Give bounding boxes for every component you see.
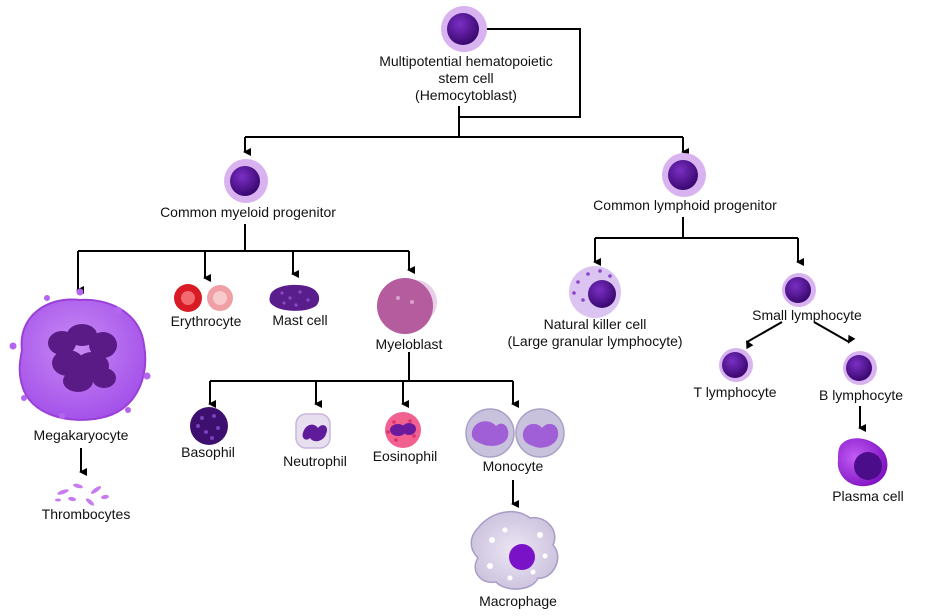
- neutrophil-icon: [295, 413, 331, 449]
- myeloblast-icon: [377, 278, 437, 334]
- arrow-to-b-lymphocyte: [813, 321, 856, 344]
- small-lymphocyte-label: Small lymphocyte: [752, 307, 862, 323]
- macrophage-label: Macrophage: [479, 593, 557, 609]
- megakaryocyte-icon: [9, 288, 151, 421]
- myeloid-progenitor-label: Common myeloid progenitor: [160, 204, 336, 220]
- thrombocytes-label: Thrombocytes: [41, 506, 131, 522]
- plasma-cell-label: Plasma cell: [832, 488, 904, 504]
- connectors: [76, 28, 866, 508]
- natural-killer-label-line2: (Large granular lymphocyte): [507, 333, 683, 349]
- thrombocytes-icon: [55, 483, 109, 506]
- arrow-to-t-lymphocyte: [746, 321, 783, 350]
- t-lymphocyte-icon: [719, 348, 753, 382]
- stem-cell-label-line2: stem cell: [438, 70, 494, 86]
- stem-cell-label-line1: Multipotential hematopoietic: [379, 53, 553, 69]
- monocyte-label: Monocyte: [482, 458, 544, 474]
- b-lymphocyte-label: B lymphocyte: [818, 387, 904, 403]
- basophil-icon: [190, 407, 228, 445]
- megakaryocyte-label: Megakaryocyte: [33, 427, 129, 443]
- natural-killer-label: Natural killer cell (Large granular lymp…: [480, 316, 710, 350]
- stem-cell-label-line3: (Hemocytoblast): [415, 87, 517, 103]
- erythrocyte-icon: [174, 284, 233, 312]
- t-lymphocyte-label: T lymphocyte: [693, 384, 777, 400]
- lymphoid-progenitor-icon: [662, 153, 706, 197]
- eosinophil-label: Eosinophil: [372, 448, 438, 464]
- plasma-cell-icon: [837, 438, 888, 487]
- stem-cell-icon: [441, 6, 487, 52]
- neutrophil-label: Neutrophil: [283, 453, 347, 469]
- stem-loop-line: [458, 28, 581, 118]
- erythrocyte-label: Erythrocyte: [170, 313, 242, 329]
- myeloblast-label: Myeloblast: [375, 336, 443, 352]
- macrophage-icon: [470, 510, 559, 590]
- myeloid-progenitor-icon: [224, 159, 268, 203]
- mast-cell-icon: [269, 284, 320, 311]
- small-lymphocyte-icon: [782, 273, 816, 307]
- natural-killer-cell-icon: [569, 266, 621, 318]
- b-lymphocyte-icon: [843, 351, 877, 385]
- stem-cell-label: Multipotential hematopoietic stem cell (…: [366, 53, 566, 104]
- natural-killer-label-line1: Natural killer cell: [543, 316, 647, 332]
- eosinophil-icon: [385, 412, 421, 448]
- monocyte-icon: [465, 408, 565, 458]
- lymphoid-progenitor-label: Common lymphoid progenitor: [593, 197, 777, 213]
- mast-cell-label: Mast cell: [272, 312, 328, 328]
- basophil-label: Basophil: [181, 444, 235, 460]
